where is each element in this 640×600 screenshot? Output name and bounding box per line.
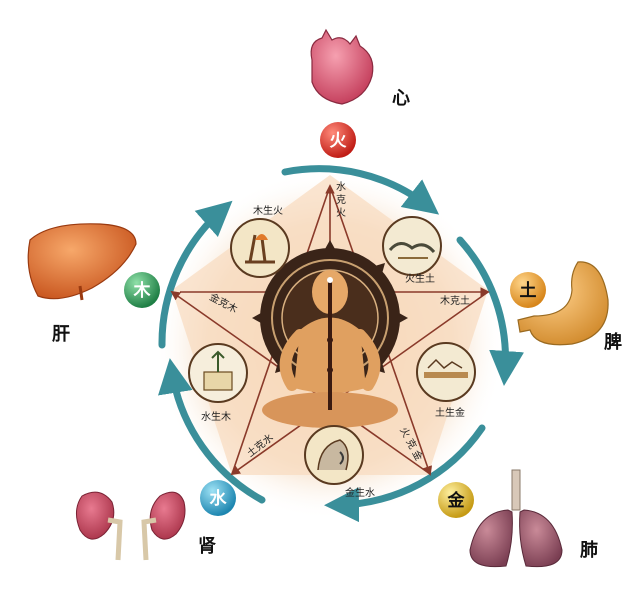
kidney-illustration: [76, 491, 186, 561]
meditating-figure: [262, 270, 398, 428]
element-earth: 土: [510, 272, 546, 308]
cycle-arrow-water-wood: [158, 358, 266, 504]
medallion-earth-metal: [416, 342, 476, 402]
ctrl-label-wood-earth: 木克土: [440, 294, 470, 307]
element-earth-label: 土: [520, 280, 537, 301]
organ-liver-label: 肝: [52, 324, 70, 345]
cycle-arrow-wood-fire: [158, 200, 233, 349]
element-water-label: 水: [210, 488, 228, 509]
lung-illustration: [469, 469, 563, 568]
element-metal: 金: [438, 482, 474, 518]
element-water: 水: [200, 480, 236, 516]
gen-label-earth-metal: 土生金: [435, 406, 465, 419]
gen-label-metal-water: 金生水: [345, 486, 375, 499]
stomach-illustration: [517, 261, 609, 346]
organ-spleen-label: 脾: [604, 331, 622, 353]
medallion-fire-earth: [382, 216, 442, 276]
ctrl-fire-metal-char-2: 克: [403, 437, 418, 451]
medallion-metal-water: [304, 425, 364, 485]
cycle-arrow-earth-metal: [456, 236, 524, 386]
ctrl-fire-metal-char-1: 火: [397, 425, 412, 439]
gen-label-fire-earth: 火生土: [405, 272, 435, 285]
medallion-water-wood: [188, 343, 248, 403]
ctrl-water-fire-char-1: 水: [336, 181, 346, 193]
organ-lung-label: 肺: [580, 540, 598, 561]
element-wood-label: 木: [133, 280, 152, 301]
organ-kidney-label: 肾: [198, 536, 216, 557]
element-metal-label: 金: [447, 490, 466, 511]
medallion-wood-fire: [230, 218, 290, 278]
ctrl-water-fire-char-2: 克: [336, 194, 346, 206]
generating-cycle: [158, 165, 524, 523]
element-fire: 火: [320, 122, 356, 158]
liver-illustration: [27, 223, 137, 301]
element-wood: 木: [124, 272, 160, 308]
element-fire-label: 火: [330, 131, 348, 151]
gen-label-water-wood: 水生木: [201, 410, 231, 423]
cycle-arrow-metal-water: [324, 424, 486, 523]
cycle-arrow-fire-earth: [281, 165, 440, 215]
organ-heart-label: 心: [392, 88, 410, 109]
gen-label-wood-fire: 木生火: [253, 204, 283, 217]
ctrl-label-water-fire: 水 克 火: [336, 181, 346, 219]
ctrl-water-fire-char-3: 火: [336, 207, 346, 219]
heart-illustration: [310, 28, 374, 105]
